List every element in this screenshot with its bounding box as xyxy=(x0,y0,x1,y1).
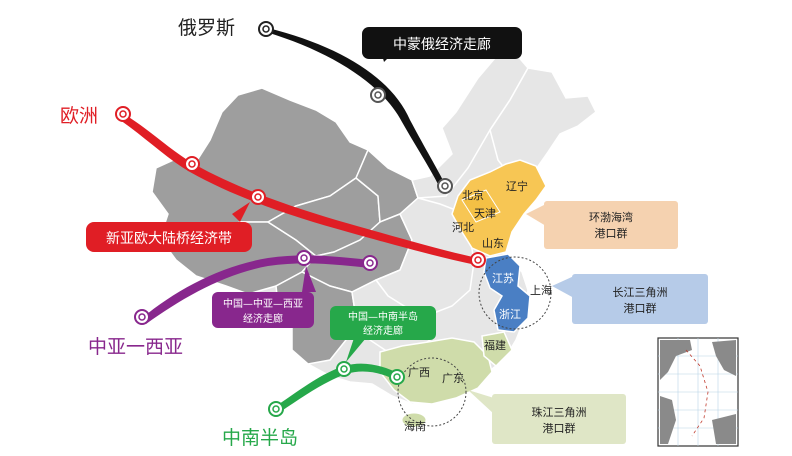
northeast-provinces xyxy=(489,67,597,179)
port-cluster-bohai: 环渤海湾 港口群 xyxy=(526,201,678,249)
port-cluster-pearl: 珠江三角洲 港口群 xyxy=(468,390,626,444)
svg-text:港口群: 港口群 xyxy=(624,301,657,315)
svg-text:中蒙俄经济走廊: 中蒙俄经济走廊 xyxy=(393,36,491,53)
callout-china-central-west-asia: 中国—中亚—西亚 经济走廊 xyxy=(212,266,316,328)
yangtze-region xyxy=(483,253,531,333)
origin-label-russia: 俄罗斯 xyxy=(178,17,235,39)
node-central-asia-1 xyxy=(296,250,312,266)
origin-node-russia xyxy=(258,21,274,37)
node-europe-end xyxy=(470,252,486,268)
province-shanghai: 上海 xyxy=(530,283,552,297)
node-indochina-end xyxy=(389,369,405,385)
province-tianjin: 天津 xyxy=(474,207,496,220)
pearl-region xyxy=(379,331,513,428)
province-guangxi: 广西 xyxy=(408,366,430,379)
province-hebei: 河北 xyxy=(452,221,474,234)
origin-node-central-asia xyxy=(134,309,150,325)
port-cluster-yangtze: 长江三角洲 港口群 xyxy=(552,274,708,324)
province-hainan: 海南 xyxy=(404,419,426,433)
route-nodes xyxy=(115,21,486,417)
province-fujian: 福建 xyxy=(484,338,506,352)
svg-text:珠江三角洲: 珠江三角洲 xyxy=(532,405,587,419)
corridor-central-asia-line xyxy=(142,255,372,324)
origin-node-europe xyxy=(115,106,131,122)
bohai-region xyxy=(451,159,547,257)
node-europe-1 xyxy=(184,156,200,172)
callout-eurasian-land-bridge: 新亚欧大陆桥经济带 xyxy=(86,202,252,252)
province-liaoning: 辽宁 xyxy=(506,179,528,193)
origin-label-europe: 欧洲 xyxy=(60,105,98,127)
province-shandong: 山东 xyxy=(482,237,504,250)
node-indochina-1 xyxy=(336,361,352,377)
node-russia-end xyxy=(437,178,453,194)
province-guangdong: 广东 xyxy=(442,372,464,385)
svg-text:中国—中南半岛: 中国—中南半岛 xyxy=(348,310,418,323)
node-europe-2 xyxy=(250,189,266,205)
svg-text:港口群: 港口群 xyxy=(595,226,628,240)
corridor-europe-line xyxy=(120,114,478,265)
node-russia-mid xyxy=(370,87,386,103)
province-jiangsu: 江苏 xyxy=(492,272,514,285)
svg-text:新亚欧大陆桥经济带: 新亚欧大陆桥经济带 xyxy=(106,231,232,247)
cluster-dashed-circles xyxy=(397,256,552,427)
south-china-sea-inset-map xyxy=(657,337,739,447)
origin-label-central-west-asia: 中亚一西亚 xyxy=(88,336,183,358)
callout-china-mongolia-russia: 中蒙俄经济走廊 xyxy=(362,27,522,62)
province-zhejiang: 浙江 xyxy=(499,308,521,321)
origin-label-indochina: 中南半岛 xyxy=(222,427,298,449)
node-central-asia-end xyxy=(362,255,378,271)
svg-text:中国—中亚—西亚: 中国—中亚—西亚 xyxy=(223,297,303,310)
china-base-map xyxy=(151,53,597,405)
callout-china-indochina: 中国—中南半岛 经济走廊 xyxy=(330,306,436,362)
svg-text:长江三角洲: 长江三角洲 xyxy=(613,286,668,299)
svg-text:经济走廊: 经济走廊 xyxy=(243,312,283,325)
svg-text:港口群: 港口群 xyxy=(543,421,576,435)
svg-text:环渤海湾: 环渤海湾 xyxy=(589,210,633,224)
province-labels: 北京 辽宁 天津 河北 山东 江苏 上海 浙江 福建 广东 广西 海南 xyxy=(404,179,552,433)
origin-node-indochina xyxy=(268,401,284,417)
province-beijing: 北京 xyxy=(462,188,484,202)
svg-text:经济走廊: 经济走廊 xyxy=(363,324,403,337)
central-provinces xyxy=(374,197,475,317)
